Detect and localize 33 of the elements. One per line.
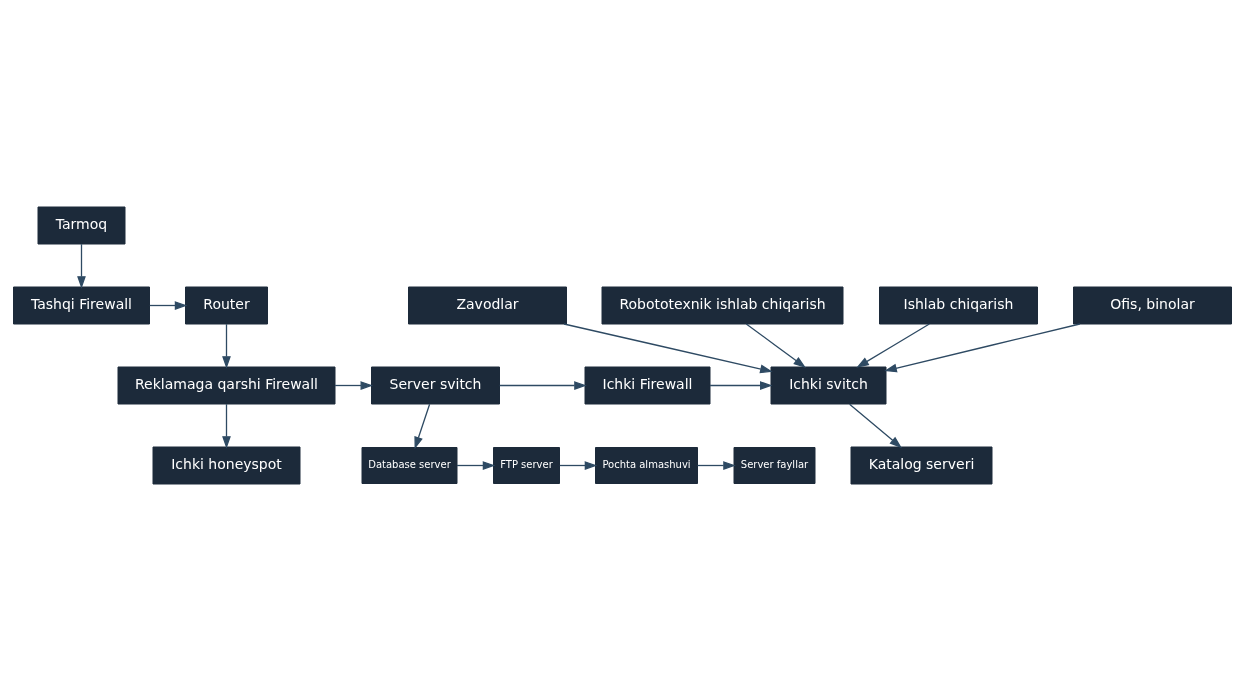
arrow — [148, 300, 187, 310]
node-box: FTP server — [492, 446, 560, 484]
node-box: Reklamaga qarshi Firewall — [117, 366, 335, 404]
node-box: Zavodlar — [407, 286, 567, 324]
arrow — [562, 322, 773, 373]
node-box: Ofis, binolar — [1072, 286, 1232, 324]
arrow — [76, 243, 86, 289]
node-box: Ichki svitch — [770, 366, 886, 404]
node-box: Router — [184, 286, 268, 324]
node-box: Database server — [361, 446, 457, 484]
arrow — [848, 403, 902, 448]
arrow — [455, 460, 495, 470]
node-box: Server svitch — [370, 366, 500, 404]
node-box: Tarmoq — [37, 206, 125, 244]
node-box: Server fayllar — [733, 446, 815, 484]
arrow — [498, 380, 587, 390]
node-box: Pochta almashuvi — [594, 446, 698, 484]
arrow — [221, 403, 231, 449]
node-box: Tashqi Firewall — [12, 286, 150, 324]
arrow — [333, 380, 373, 390]
arrow — [745, 322, 806, 368]
arrow — [883, 322, 1080, 372]
arrow — [413, 403, 430, 449]
node-box: Ichki Firewall — [584, 366, 710, 404]
arrow — [696, 460, 736, 470]
node-box: Robototexnik ishlab chiqarish — [601, 286, 843, 324]
node-box: Katalog serveri — [850, 446, 992, 484]
node-box: Ishlab chiqarish — [878, 286, 1038, 324]
arrow — [708, 380, 773, 390]
arrow — [855, 322, 930, 368]
arrow — [221, 323, 231, 369]
node-box: Ichki honeyspot — [152, 446, 300, 484]
arrow — [558, 460, 597, 470]
